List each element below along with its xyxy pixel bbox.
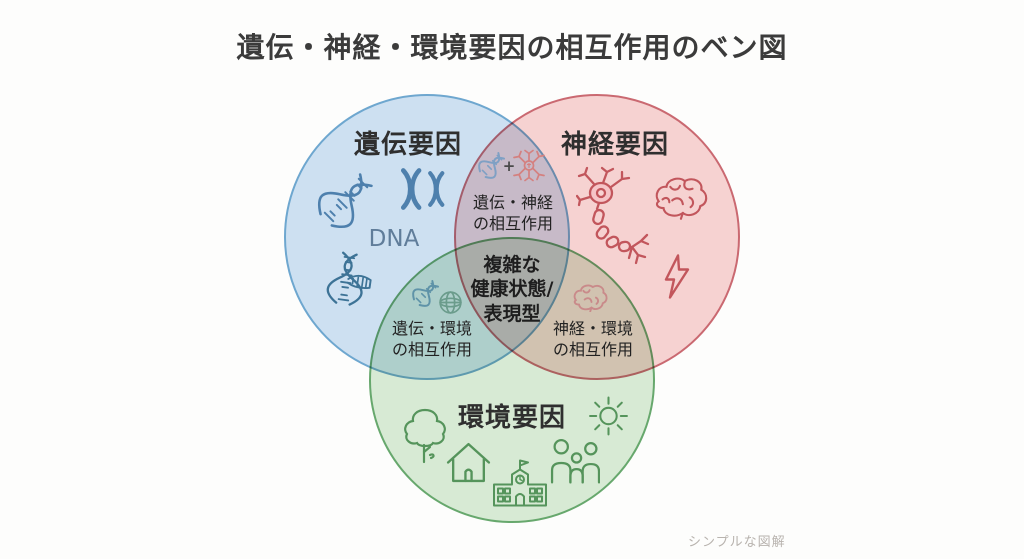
environment-label: 環境要因: [457, 403, 566, 433]
chromosomes-icon: [394, 164, 446, 214]
globe-icon: [437, 289, 464, 316]
page-title: 遺伝・神経・環境要因の相互作用のベン図: [236, 31, 788, 64]
lightning-bolt-icon: [662, 253, 692, 300]
brain-icon: [650, 173, 708, 220]
watermark: シンプルな図解: [688, 535, 786, 550]
center-label: 複雑な 健康状態/ 表現型: [470, 254, 554, 325]
mini-dna-icon: [476, 148, 508, 182]
dna-caption: DNA: [368, 226, 420, 252]
neural-label: 神経要因: [560, 130, 669, 160]
genetic-neural-label: 遺伝・神経 の相互作用: [472, 193, 553, 234]
genetic-label: 遺伝要因: [353, 130, 462, 160]
school-icon: [492, 457, 548, 508]
tree-icon: [399, 406, 451, 464]
mini-dna-teal-icon: [410, 276, 442, 310]
plus-sign: +: [502, 157, 516, 175]
sun-icon: [587, 395, 630, 437]
genetic-environment-label: 遺伝・環境 の相互作用: [391, 319, 472, 360]
mini-brain-icon: [570, 282, 608, 312]
dna-strand-icon: [318, 250, 380, 312]
house-icon: [445, 440, 492, 485]
mini-neuron-icon: [513, 149, 545, 182]
environment-circle: [369, 237, 655, 523]
dna-helix-icon: [314, 168, 378, 232]
neuron-icon: [576, 166, 650, 268]
neural-environment-label: 神経・環境 の相互作用: [552, 319, 633, 360]
family-icon: [549, 437, 600, 485]
